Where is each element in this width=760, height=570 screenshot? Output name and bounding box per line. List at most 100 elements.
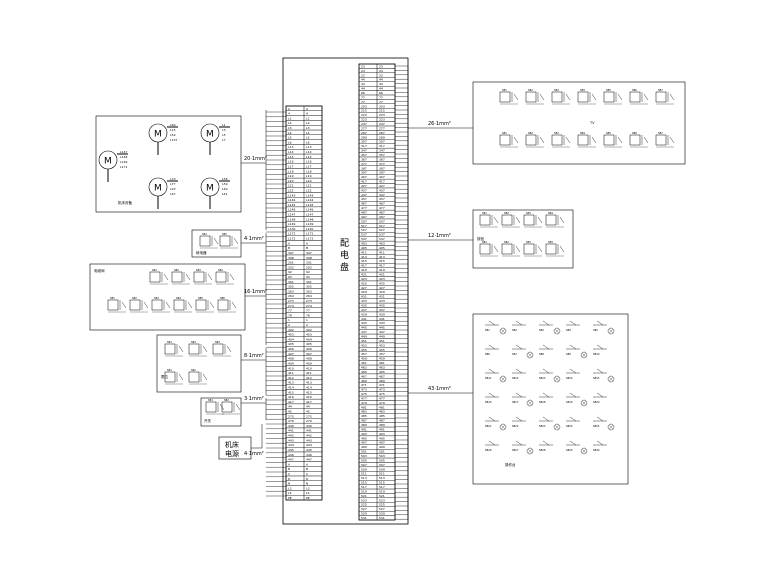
terminal-label: 347 xyxy=(379,149,385,153)
terminal-label: 471 xyxy=(379,383,385,387)
button-label: SB14 xyxy=(566,376,573,380)
terminal-label: 505 xyxy=(361,458,367,462)
motor-panel: ML147L148L149L171ML69L15L59L157ML1L3L5L7… xyxy=(95,115,242,213)
button-icon xyxy=(515,392,523,398)
terminal-label: 405 xyxy=(379,246,385,250)
terminal-label: 415 xyxy=(379,259,385,263)
left-cable-fans xyxy=(241,110,267,449)
terminal-label: 527 xyxy=(361,507,367,511)
terminal-label: 489 xyxy=(379,423,385,427)
terminal-label: 517 xyxy=(379,224,385,228)
relay-coil-icon xyxy=(501,214,513,226)
terminal-label: 357 xyxy=(379,153,385,157)
terminal-label: 415 xyxy=(288,390,294,394)
contact-icon xyxy=(163,273,169,281)
terminal-label: L146 xyxy=(288,208,295,212)
terminal-label: 433 xyxy=(361,299,367,303)
relay-coil-icon xyxy=(129,299,141,311)
button-icon xyxy=(569,368,577,374)
terminal-label: 525 xyxy=(379,503,385,507)
relay-coil-icon xyxy=(499,91,511,103)
terminal-label: 445 xyxy=(379,326,385,330)
terminal-label: L18 xyxy=(306,169,312,173)
terminal-label: 411 xyxy=(379,250,385,254)
terminal-label: 423 xyxy=(361,277,367,281)
contact-icon xyxy=(235,403,241,411)
terminal-label: 441 xyxy=(288,429,294,433)
terminal-label: B xyxy=(288,246,290,250)
terminal-label: PE xyxy=(306,496,310,500)
terminal-label: 481 xyxy=(361,405,367,409)
terminal-label: 404 xyxy=(288,337,294,341)
terminal-label: 459 xyxy=(361,357,367,361)
contact-icon xyxy=(143,301,149,309)
lamp-icon xyxy=(554,424,560,430)
terminal-label: L4 xyxy=(288,131,292,135)
terminal-label: 475 xyxy=(361,392,367,396)
button-label: SB5 xyxy=(593,328,598,332)
cable-label-right-bottom: 43·1mm² xyxy=(428,386,451,392)
terminal-label: 409 xyxy=(306,361,312,365)
terminal-label: 499 xyxy=(379,445,385,449)
motor-symbol: M xyxy=(154,184,162,194)
terminal-label: 441 xyxy=(361,317,367,321)
terminal-label: 403 xyxy=(361,242,367,246)
relay-label: SB6 xyxy=(632,88,637,92)
terminal-label: L147 xyxy=(288,213,295,217)
relay-coil-icon xyxy=(499,134,511,146)
terminal-label: 407 xyxy=(288,352,294,356)
lamp-icon xyxy=(500,328,506,334)
motor-terminal-label: L157 xyxy=(170,138,177,142)
button-icon xyxy=(596,344,604,350)
terminal-label: 449 xyxy=(361,334,367,338)
relay-label: SB2 xyxy=(224,398,229,402)
relay-coil-icon xyxy=(523,214,535,226)
lamp-icon xyxy=(554,376,560,382)
terminal-label: L2 xyxy=(288,121,292,125)
terminal-label: 507 xyxy=(361,219,367,223)
terminal-label: 499 xyxy=(361,445,367,449)
relay-label: SB3 xyxy=(554,88,559,92)
terminal-label: 407 xyxy=(306,352,312,356)
terminal-label: 441 xyxy=(306,429,312,433)
terminal-label: 45 xyxy=(288,410,292,414)
button-label: SB21 xyxy=(485,424,492,428)
relay-box-b-caption: 电磁阀 xyxy=(94,268,105,273)
motor-terminal-label: L59 xyxy=(222,182,228,186)
button-label: SB7 xyxy=(512,352,517,356)
terminal-label: 357 xyxy=(361,153,367,157)
terminal-label: 215 xyxy=(379,109,385,113)
terminal-label: 408 xyxy=(288,357,294,361)
relay-coil-icon xyxy=(171,271,183,283)
contact-icon xyxy=(233,237,239,245)
contact-icon xyxy=(513,136,519,144)
cable-label-motors: 20·1mm² xyxy=(244,156,267,162)
button-icon xyxy=(596,320,604,326)
relay-coil-icon xyxy=(629,91,641,103)
contact-icon xyxy=(121,301,127,309)
relay-coil-icon xyxy=(523,243,535,255)
terminal-label: 527 xyxy=(379,507,385,511)
terminal-label: L6 xyxy=(306,140,310,144)
terminal-label: 247 xyxy=(361,122,367,126)
terminal-label: L149 xyxy=(288,222,295,226)
relay-label: SB5 xyxy=(198,296,203,300)
relay-label: SB2 xyxy=(504,211,509,215)
motor-terminal-label: L147 xyxy=(120,150,127,154)
relay-label: SB2 xyxy=(132,296,137,300)
terminal-label: 487 xyxy=(379,211,385,215)
terminal-label: 275 xyxy=(306,414,312,418)
terminal-label: 444 xyxy=(306,443,312,447)
terminal-label: 447 xyxy=(379,330,385,334)
terminal-label: 405 xyxy=(361,246,367,250)
terminal-label: 501 xyxy=(361,450,367,454)
power-box-line2: 电源 xyxy=(225,449,239,458)
right-cable-fans xyxy=(407,66,473,520)
terminal-label: 307 xyxy=(361,140,367,144)
terminal-label: C xyxy=(306,472,308,476)
relay-box-d-caption: 开关 xyxy=(204,418,211,423)
terminal-label: 223 xyxy=(361,113,367,117)
right-mid-caption: 按钮 xyxy=(477,236,485,241)
terminal-label: L21 xyxy=(306,184,312,188)
